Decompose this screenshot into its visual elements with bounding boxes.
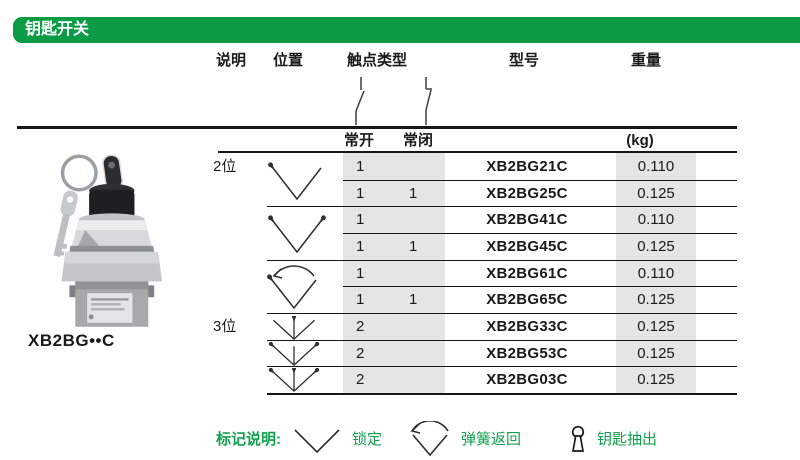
model-number: XB2BG03C [486, 371, 568, 388]
row-rule [343, 180, 737, 182]
group-rule [267, 313, 737, 315]
table-row: 1 1 XB2BG25C 0.125 [0, 180, 800, 207]
model-number: XB2BG33C [486, 318, 568, 335]
table-row: 2 XB2BG33C 0.125 [0, 313, 800, 340]
no-contact-count: 1 [356, 158, 365, 175]
group-rule [267, 260, 737, 262]
legend-label-key-removal: 钥匙抽出 [597, 431, 658, 448]
normally-closed-contact-icon [425, 77, 432, 125]
column-header-contact-type: 触点类型 [346, 52, 407, 69]
nc-contact-count [409, 313, 435, 340]
weight-value: 0.125 [637, 185, 675, 202]
no-contact-count: 1 [356, 238, 365, 255]
position-symbol-2pos-spring-return-icon [266, 265, 317, 310]
table-row: 1 1 XB2BG45C 0.125 [0, 233, 800, 260]
column-header-weight: 重量 [630, 52, 661, 69]
table-row: 1 XB2BG21C 0.110 [0, 153, 800, 180]
group-rule [267, 206, 737, 208]
nc-contact-count: 1 [409, 185, 418, 202]
spring-return-symbol-icon [410, 421, 449, 457]
nc-contact-count [409, 260, 435, 287]
page-title: 钥匙开关 [25, 21, 90, 38]
nc-contact-count [409, 206, 435, 233]
group-label-3-position: 3位 [213, 318, 237, 335]
no-contact-count: 2 [356, 371, 365, 388]
position-symbol-3pos-key-all-icon [267, 368, 321, 392]
weight-value: 0.125 [637, 238, 675, 255]
subheader-normally-closed: 常闭 [402, 132, 433, 149]
table-row: 2 XB2BG53C 0.125 [0, 340, 800, 367]
normally-open-contact-icon [355, 77, 365, 125]
column-header-model: 型号 [508, 52, 539, 69]
nc-contact-count [409, 153, 435, 180]
weight-value: 0.125 [637, 345, 675, 362]
no-contact-count: 1 [356, 185, 365, 202]
group-rule [267, 366, 737, 368]
table-row: 2 XB2BG03C 0.125 [0, 366, 800, 393]
position-symbol-2pos-key-left-icon [268, 161, 322, 201]
no-contact-count: 1 [356, 265, 365, 282]
subheader-normally-open: 常开 [343, 132, 374, 149]
product-reference-label: XB2BG••C [28, 331, 115, 350]
model-number: XB2BG21C [486, 158, 568, 175]
model-number: XB2BG65C [486, 291, 568, 308]
table-bottom-rule [267, 393, 737, 395]
subheader-kg-unit: (kg) [626, 132, 654, 149]
header-rule [17, 126, 737, 129]
weight-value: 0.125 [637, 291, 675, 308]
no-contact-count: 1 [356, 211, 365, 228]
no-contact-count: 2 [356, 345, 365, 362]
model-number: XB2BG41C [486, 211, 568, 228]
row-rule [343, 286, 737, 288]
lock-symbol-icon [294, 429, 340, 454]
legend-label-lock: 锁定 [352, 431, 383, 448]
model-number: XB2BG53C [486, 345, 568, 362]
weight-value: 0.125 [637, 371, 675, 388]
no-contact-count: 2 [356, 318, 365, 335]
group-label-2-position: 2位 [213, 158, 237, 175]
legend-label-spring-return: 弹簧返回 [461, 431, 522, 448]
weight-value: 0.110 [637, 211, 675, 228]
group-rule [267, 340, 737, 342]
table-row: 1 XB2BG41C 0.110 [0, 206, 800, 233]
column-header-position: 位置 [272, 52, 303, 69]
model-number: XB2BG25C [486, 185, 568, 202]
row-rule [343, 233, 737, 235]
nc-contact-count: 1 [409, 291, 418, 308]
weight-value: 0.110 [637, 158, 675, 175]
model-number: XB2BG61C [486, 265, 568, 282]
weight-column-strip [616, 153, 696, 393]
position-symbol-2pos-key-both-icon [268, 214, 326, 254]
hanging-key [53, 190, 78, 258]
key-ring [60, 154, 98, 192]
key-selector-switch-photo [53, 154, 163, 327]
key-removal-symbol-icon [571, 425, 585, 452]
nc-contact-count [409, 366, 435, 393]
subheader-rule [218, 151, 737, 153]
weight-value: 0.110 [637, 265, 675, 282]
nc-contact-count: 1 [409, 238, 418, 255]
table-row: 1 XB2BG61C 0.110 [0, 260, 800, 287]
weight-value: 0.125 [637, 318, 675, 335]
column-header-description: 说明 [215, 52, 246, 69]
contact-count-column-strip [343, 153, 445, 393]
no-contact-count: 1 [356, 291, 365, 308]
table-row: 1 1 XB2BG65C 0.125 [0, 286, 800, 313]
nc-contact-count [409, 340, 435, 367]
legend-title: 标记说明: [216, 431, 281, 448]
model-number: XB2BG45C [486, 238, 568, 255]
position-symbol-3pos-key-center-icon [272, 316, 316, 340]
position-symbol-3pos-key-sides-icon [267, 342, 321, 366]
section-title-bar: 钥匙开关 [13, 17, 800, 43]
